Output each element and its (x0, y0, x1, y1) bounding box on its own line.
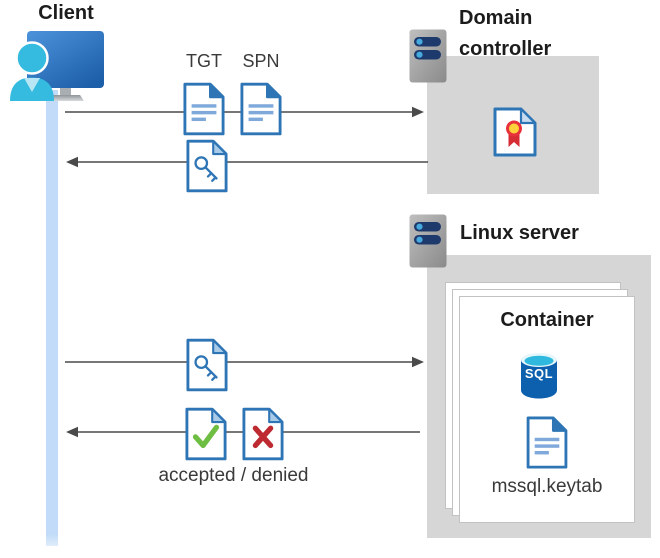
arrowhead-right-2 (412, 356, 424, 368)
person-head-icon (15, 41, 49, 75)
accepted-denied-label: accepted / denied (158, 465, 309, 486)
keytab-file-label: mssql.keytab (491, 476, 603, 497)
seal-icon (506, 120, 522, 137)
monitor-icon (27, 31, 104, 88)
certificate-document-icon (493, 107, 537, 157)
client-lifeline (46, 90, 58, 546)
client-label: Client (38, 2, 94, 24)
key-document-icon (186, 338, 228, 392)
cross-icon (252, 425, 274, 449)
arrowhead-left-1 (66, 156, 78, 168)
spn-label: SPN (242, 51, 280, 71)
check-icon (192, 424, 220, 449)
linux-server-label: Linux server (460, 222, 579, 244)
denied-cross-document-icon (242, 407, 284, 461)
ribbon-icon (508, 134, 520, 147)
domain-controller-label: Domain controller (459, 7, 552, 60)
arrowhead-left-2 (66, 426, 78, 438)
arrowhead-right-1 (412, 106, 424, 118)
key-document-icon (186, 139, 228, 193)
spn-document-icon (240, 82, 282, 136)
client-user-monitor-icon (10, 31, 104, 101)
tgt-document-icon (183, 82, 225, 136)
sql-badge-label: SQL (524, 366, 554, 381)
accepted-check-document-icon (185, 407, 227, 461)
container-card (459, 296, 635, 523)
container-label: Container (500, 309, 594, 331)
linux-server-icon (409, 214, 447, 268)
tgt-label: TGT (186, 51, 222, 71)
domain-controller-server-icon (409, 29, 447, 83)
sql-database-icon (521, 353, 557, 399)
keytab-document-icon (526, 416, 568, 469)
